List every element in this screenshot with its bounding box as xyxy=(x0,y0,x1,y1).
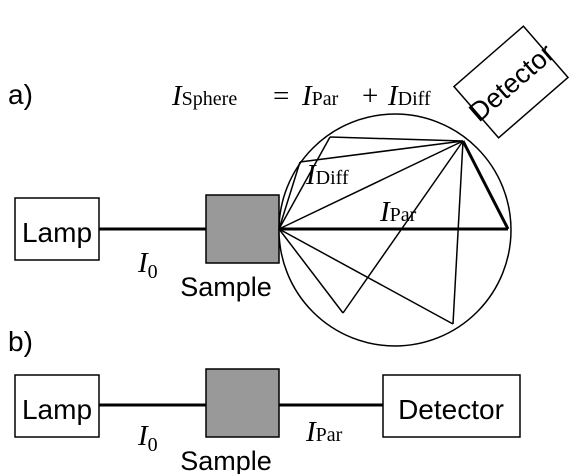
lamp-label-b: Lamp xyxy=(22,394,92,425)
i0-label-a: I0 xyxy=(137,247,158,283)
i-par-label-b: IPar xyxy=(305,416,343,448)
diffuse-ray xyxy=(452,140,464,325)
diffuse-ray xyxy=(299,140,464,163)
detector-label-b: Detector xyxy=(398,394,504,425)
sample-label-a: Sample xyxy=(180,272,272,302)
equation-i-par: IPar xyxy=(301,80,339,112)
sphere-intensity-equation: ISphere = IPar + IDiff xyxy=(171,80,431,112)
equation-plus: + xyxy=(362,80,378,112)
sphere-rays xyxy=(278,136,510,325)
panel-a-label: a) xyxy=(8,79,33,110)
diffuse-ray xyxy=(278,136,331,230)
panel-b-label: b) xyxy=(8,326,33,357)
diffuse-ray xyxy=(278,140,464,230)
diffuse-ray xyxy=(278,228,454,325)
equation-equals: = xyxy=(273,80,289,112)
diffuse-ray xyxy=(278,161,301,230)
i0-label-b: I0 xyxy=(137,420,158,456)
sample-box-b xyxy=(205,368,280,438)
equation-i-sphere: ISphere xyxy=(171,80,237,112)
diffuse-ray xyxy=(342,140,464,314)
reflected-to-detector xyxy=(461,140,510,230)
sample-box-a xyxy=(205,194,280,264)
i-par-label-a: IPar xyxy=(379,196,417,228)
lamp-label-a: Lamp xyxy=(22,217,92,248)
diffuse-ray xyxy=(329,136,464,142)
lamp-box-b xyxy=(14,374,100,438)
equation-i-diff: IDiff xyxy=(387,80,431,112)
panel-a: a) ISphere = IPar + IDiff Lamp I0 Sample xyxy=(8,25,570,347)
panel-b: b) Lamp I0 Sample IPar Detector xyxy=(8,326,521,474)
i-diff-label: IDiff xyxy=(305,159,349,191)
sample-label-b: Sample xyxy=(180,446,272,474)
detector-box-b xyxy=(382,374,521,438)
diffuse-ray xyxy=(278,228,344,314)
lamp-box-a xyxy=(14,197,100,261)
detector-box-a: Detector xyxy=(452,25,570,139)
